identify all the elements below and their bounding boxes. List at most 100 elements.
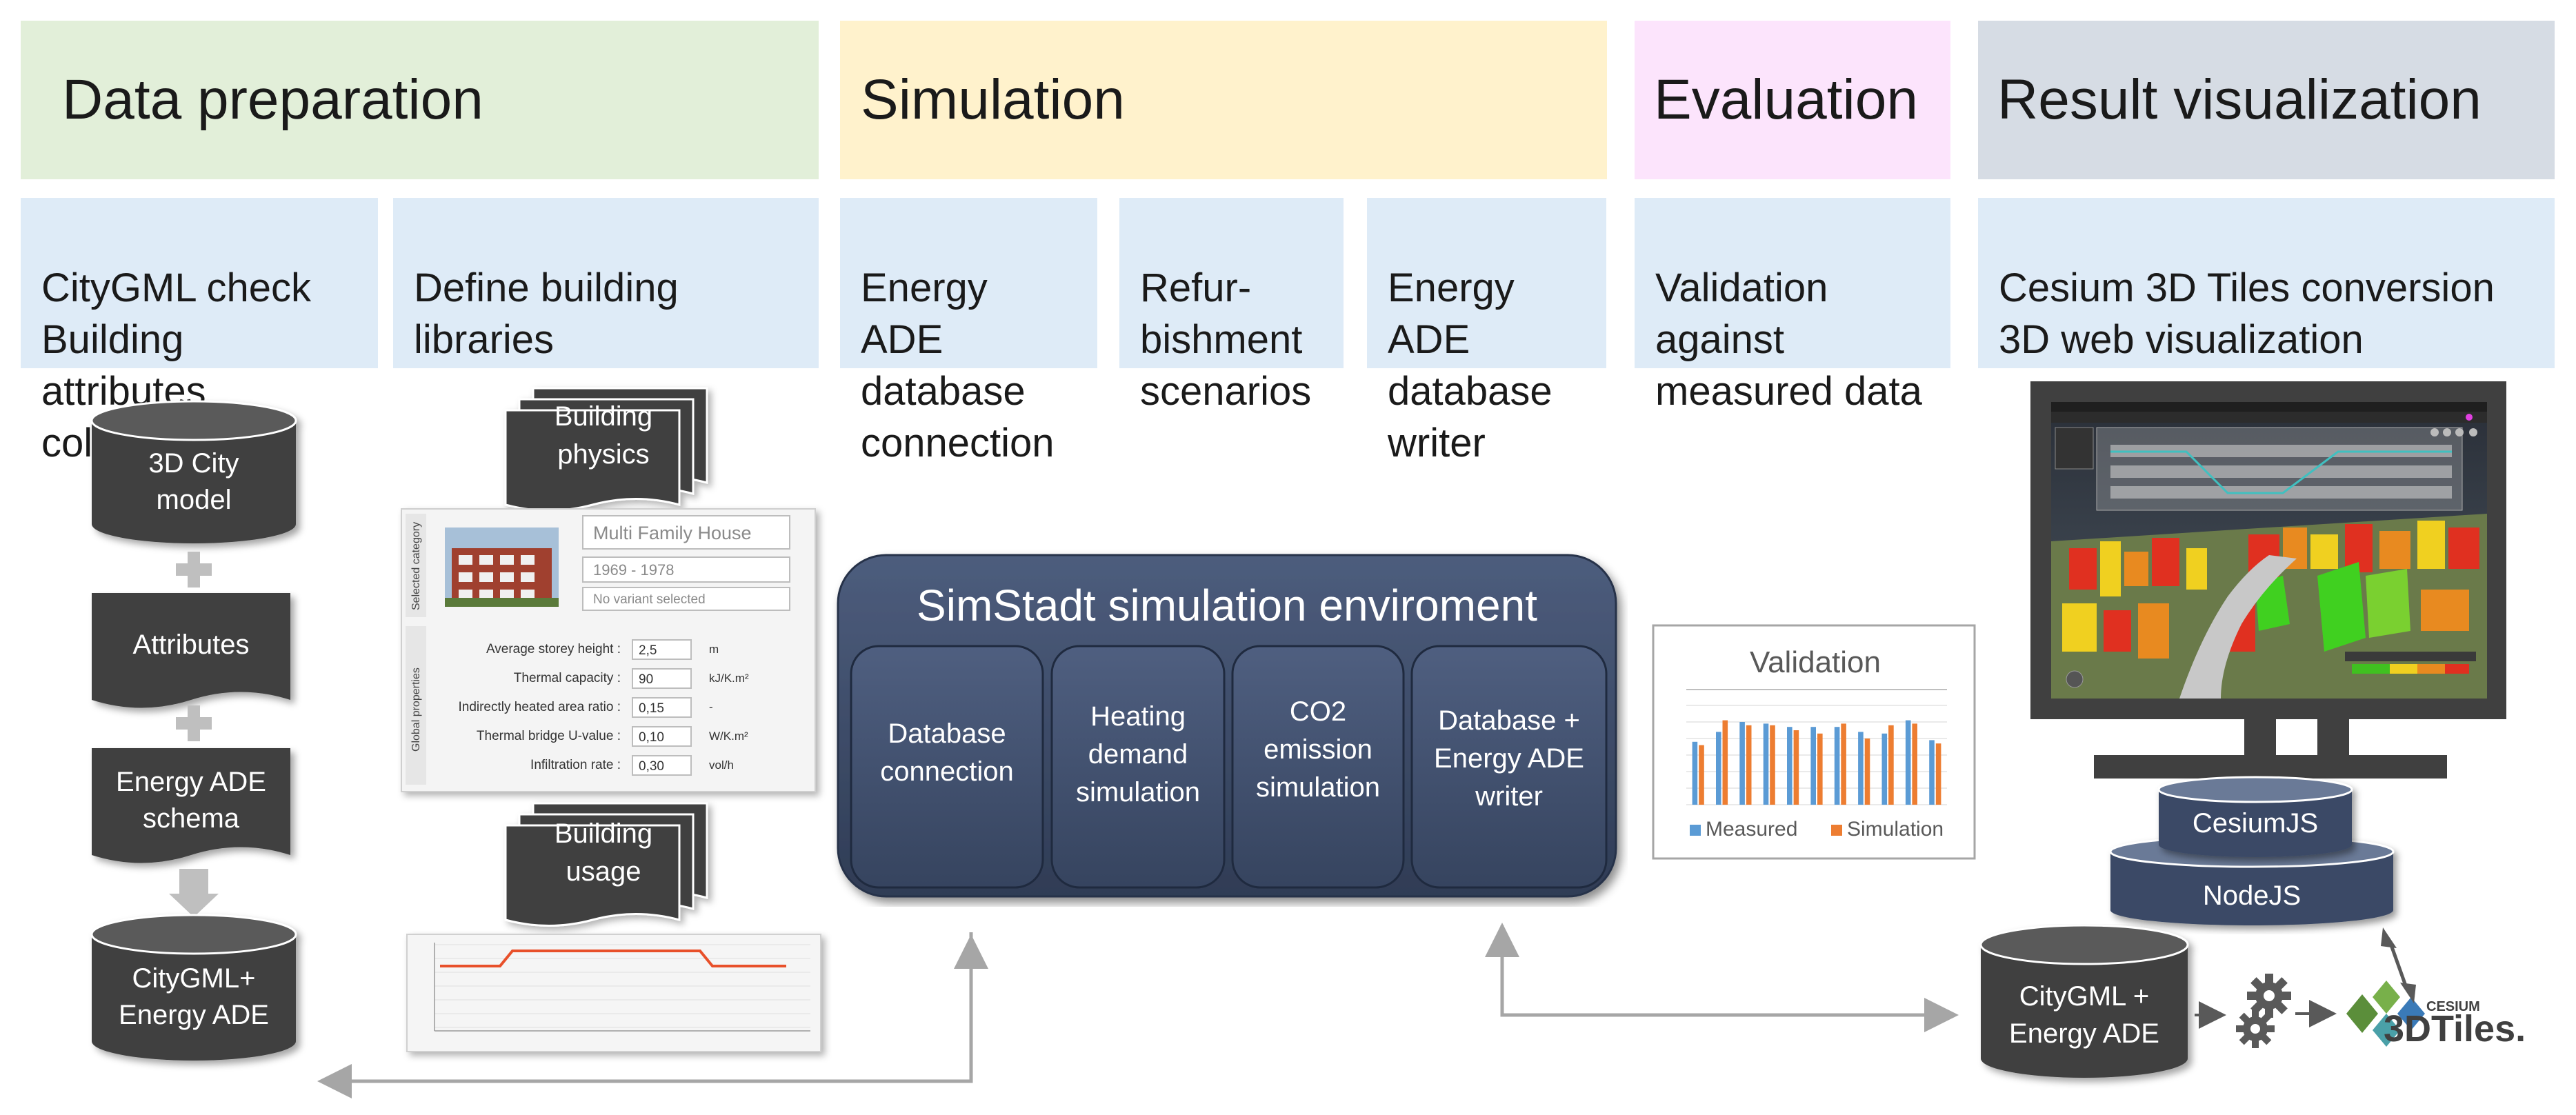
bar-simulation-9 bbox=[1888, 725, 1894, 805]
legend-measured: Measured bbox=[1706, 818, 1797, 841]
svg-text:Heating: Heating bbox=[1090, 701, 1186, 732]
attributes-document-icon bbox=[92, 593, 290, 708]
simstadt-environment: SimStadt simulation enviroment Database … bbox=[837, 554, 1617, 898]
down-arrow-icon bbox=[169, 869, 219, 917]
color-legend-panel bbox=[2345, 652, 2476, 661]
bar-simulation-3 bbox=[1746, 725, 1752, 805]
phase-title: Result visualization bbox=[1997, 68, 2482, 131]
citygml-energy-line2: Energy ADE bbox=[119, 1000, 269, 1030]
phase-title: Evaluation bbox=[1654, 68, 1918, 131]
module-database-writer: Database + Energy ADE writer bbox=[1410, 645, 1608, 889]
variant-field[interactable] bbox=[582, 587, 790, 611]
svg-text:simulation: simulation bbox=[1076, 777, 1200, 807]
building-physics-documents-icon bbox=[504, 387, 708, 512]
svg-text:0,30: 0,30 bbox=[639, 759, 664, 774]
bar-measured-1 bbox=[1692, 741, 1698, 805]
task-citygml-check: CityGML check Building attributes collec… bbox=[21, 198, 378, 465]
task-cesium-conversion: Cesium 3D Tiles conversion 3D web visual… bbox=[1978, 198, 2555, 368]
svg-text:kJ/K.m²: kJ/K.m² bbox=[709, 672, 749, 685]
svg-text:Thermal capacity :: Thermal capacity : bbox=[514, 671, 621, 685]
svg-text:Energy ADE: Energy ADE bbox=[1434, 743, 1584, 774]
property-row: Infiltration rate : 0,30 vol/h bbox=[530, 755, 734, 776]
property-row: Thermal capacity : 90 kJ/K.m² bbox=[514, 668, 749, 689]
browser-addressbar bbox=[2051, 412, 2487, 423]
browser-tabbar bbox=[2051, 402, 2487, 412]
web-visualization-monitor bbox=[2030, 381, 2506, 779]
bar-measured-7 bbox=[1834, 727, 1840, 805]
svg-text:Average storey height :: Average storey height : bbox=[486, 642, 621, 656]
energy-ade-schema-document-icon bbox=[92, 748, 290, 863]
bar-measured-6 bbox=[1810, 727, 1816, 805]
phase-evaluation: Evaluation bbox=[1635, 21, 1950, 179]
bar-simulation-10 bbox=[1912, 723, 1917, 805]
data-preparation-flow: 3D City model Attributes Energy ADE sche… bbox=[90, 400, 297, 1061]
citygml-ade-line2: Energy ADE bbox=[2009, 1018, 2159, 1049]
property-input[interactable] bbox=[632, 697, 692, 718]
bar-measured-10 bbox=[1905, 720, 1911, 805]
svg-text:2,5: 2,5 bbox=[639, 643, 657, 658]
building-usage-line1: Building bbox=[555, 818, 652, 849]
module-database-connection: Database connection bbox=[850, 645, 1044, 889]
toolbar-icons[interactable] bbox=[2430, 428, 2477, 436]
gears-icon bbox=[2236, 974, 2291, 1048]
bar-measured-3 bbox=[1739, 722, 1745, 805]
bar-measured-4 bbox=[1763, 723, 1769, 805]
server-stack: NodeJS CesiumJS bbox=[2109, 776, 2395, 925]
bar-measured-11 bbox=[1929, 740, 1935, 805]
3dtiles-logo-icon bbox=[2346, 981, 2425, 1047]
building-usage-line2: usage bbox=[566, 856, 641, 887]
task-db-writer: Energy ADE database writer bbox=[1367, 198, 1606, 465]
tiles-brand-small: CESIUM bbox=[2426, 999, 2480, 1014]
svg-text:simulation: simulation bbox=[1256, 772, 1380, 803]
svg-text:0,15: 0,15 bbox=[639, 701, 664, 716]
monitor-neck bbox=[2244, 719, 2276, 755]
bar-simulation-2 bbox=[1722, 720, 1728, 805]
city-model-label-line1: 3D City bbox=[148, 448, 239, 479]
citygml-ade-line1: CityGML + bbox=[2019, 981, 2150, 1012]
phase-simulation: Simulation bbox=[840, 21, 1607, 179]
building-physics-line1: Building bbox=[555, 401, 652, 432]
property-input[interactable] bbox=[632, 726, 692, 747]
validation-chart: Validation Measured Simulation bbox=[1652, 624, 1976, 860]
city-model-database-icon bbox=[90, 400, 297, 543]
category-value: Multi Family House bbox=[593, 523, 752, 543]
demand-line bbox=[2110, 450, 2452, 494]
svg-text:vol/h: vol/h bbox=[709, 759, 734, 772]
svg-text:0,10: 0,10 bbox=[639, 730, 664, 745]
bar-simulation-1 bbox=[1699, 745, 1704, 805]
selected-category-tab bbox=[406, 514, 426, 617]
svg-text:Thermal bridge U-value :: Thermal bridge U-value : bbox=[477, 729, 621, 743]
chart-gridlines bbox=[1686, 705, 1947, 805]
plus-icon bbox=[176, 705, 212, 741]
task-validation: Validation against measured data bbox=[1635, 198, 1950, 414]
category-field[interactable] bbox=[582, 515, 790, 550]
layer-menu[interactable] bbox=[2055, 427, 2094, 470]
energy-ade-schema-line2: schema bbox=[143, 803, 240, 834]
svg-text:Indirectly heated area ratio :: Indirectly heated area ratio : bbox=[458, 700, 621, 714]
river bbox=[2179, 555, 2297, 699]
chart-bars bbox=[1692, 720, 1941, 805]
legend-simulation-swatch bbox=[1831, 825, 1842, 836]
svg-text:-: - bbox=[709, 701, 713, 714]
citygml-energy-database-icon bbox=[90, 914, 297, 1061]
attributes-label: Attributes bbox=[133, 630, 250, 660]
property-input[interactable] bbox=[632, 639, 692, 660]
bar-measured-8 bbox=[1858, 732, 1864, 805]
legend-measured-swatch bbox=[1690, 825, 1701, 836]
svg-text:demand: demand bbox=[1088, 739, 1188, 770]
bar-measured-9 bbox=[1881, 733, 1888, 805]
svg-text:W/K.m²: W/K.m² bbox=[709, 730, 748, 743]
bar-measured-5 bbox=[1787, 727, 1793, 805]
bar-simulation-11 bbox=[1935, 743, 1941, 805]
task-db-connection: Energy ADE database connection bbox=[840, 198, 1097, 465]
svg-text:emission: emission bbox=[1264, 734, 1372, 765]
compass-icon[interactable] bbox=[2066, 670, 2084, 688]
svg-text:Database +: Database + bbox=[1438, 705, 1580, 736]
svg-text:90: 90 bbox=[639, 672, 653, 687]
property-input[interactable] bbox=[632, 755, 692, 776]
citygml-energy-line1: CityGML+ bbox=[132, 963, 256, 994]
period-field[interactable] bbox=[582, 556, 790, 583]
phase-data-preparation: Data preparation bbox=[21, 21, 819, 179]
cesiumjs-disc bbox=[2157, 776, 2353, 857]
property-input[interactable] bbox=[632, 668, 692, 689]
